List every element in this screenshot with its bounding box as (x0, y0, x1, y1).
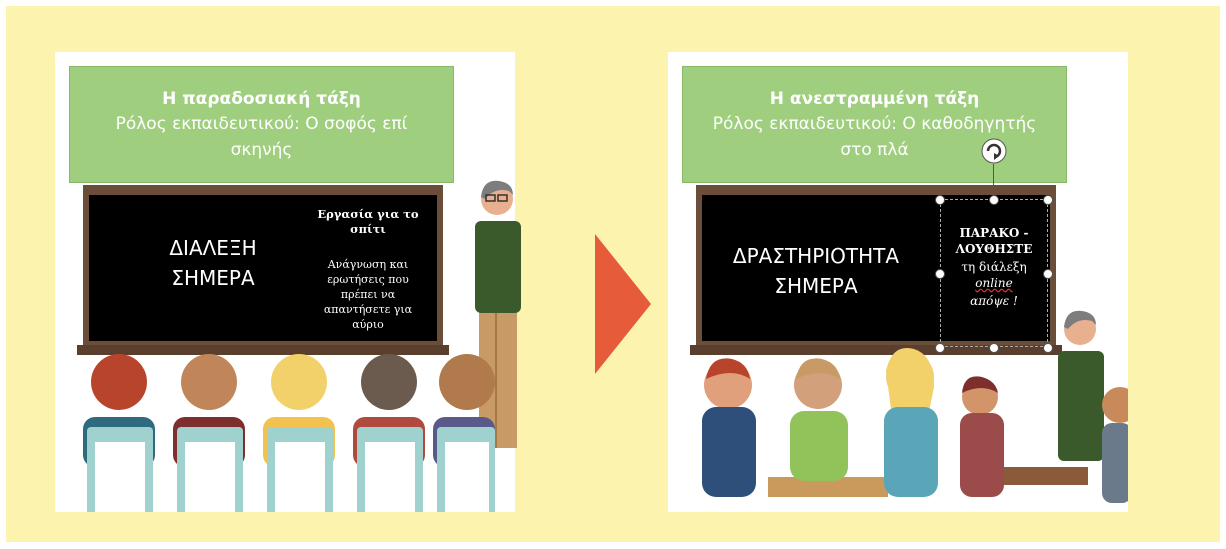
board-lecture-text[interactable]: ΔΙΑΛΕΞΗ ΣΗΜΕΡΑ (169, 236, 257, 290)
blackboard: ΔΙΑΛΕΞΗ ΣΗΜΕΡΑ Εργασία για το σπίτι Ανάγ… (77, 185, 449, 355)
resize-handle-top-right[interactable] (1043, 195, 1053, 205)
resize-handle-bottom[interactable] (989, 343, 999, 353)
homework-text: Ανάγνωση και ερωτήσεις που πρέπει να απα… (323, 258, 413, 331)
selected-note-textbox[interactable]: ΠΑΡΑΚΟ - ΛΟΥΘΗΣΤΕ τη διάλεξη online απόψ… (940, 199, 1048, 347)
note-line-3: τη διάλεξη (961, 260, 1027, 274)
note-line-1: ΠΑΡΑΚΟ - (959, 226, 1029, 240)
resize-handle-top[interactable] (989, 195, 999, 205)
students-in-rows (83, 354, 495, 512)
resize-handle-bottom-left[interactable] (935, 343, 945, 353)
students-group-work (702, 310, 1128, 503)
rotate-handle-icon[interactable] (981, 138, 1007, 164)
resize-handle-left[interactable] (935, 269, 945, 279)
blackboard: ΔΡΑΣΤΗΡΙΟΤΗΤΑ ΣΗΜΕΡΑ ΠΑΡΑΚΟ - ΛΟΥΘΗΣΤΕ τ… (690, 185, 1062, 355)
homework-title: Εργασία για το σπίτι (317, 207, 419, 236)
traditional-title: Η παραδοσιακή τάξη (162, 89, 361, 109)
resize-handle-right[interactable] (1043, 269, 1053, 279)
rotate-connector (993, 164, 994, 196)
flipped-title: Η ανεστραμμένη τάξη (769, 89, 980, 109)
board-activity-text[interactable]: ΔΡΑΣΤΗΡΙΟΤΗΤΑ ΣΗΜΕΡΑ (732, 244, 900, 298)
traditional-title-box[interactable]: Η παραδοσιακή τάξη Ρόλος εκπαιδευτικού: … (69, 66, 454, 183)
note-line-4: online (975, 276, 1013, 290)
right-arrow-icon (595, 234, 651, 374)
traditional-subtitle: Ρόλος εκπαιδευτικού: Ο σοφός επί σκηνής (115, 114, 408, 160)
flipped-classroom-panel: Η ανεστραμμένη τάξη Ρόλος εκπαιδευτικού:… (668, 52, 1128, 512)
traditional-classroom-panel: Η παραδοσιακή τάξη Ρόλος εκπαιδευτικού: … (55, 52, 521, 512)
resize-handle-bottom-right[interactable] (1043, 343, 1053, 353)
note-line-2: ΛΟΥΘΗΣΤΕ (955, 242, 1033, 256)
flipped-subtitle: Ρόλος εκπαιδευτικού: Ο καθοδηγητής στο π… (712, 114, 1037, 160)
flipped-title-box[interactable]: Η ανεστραμμένη τάξη Ρόλος εκπαιδευτικού:… (682, 66, 1067, 183)
resize-handle-top-left[interactable] (935, 195, 945, 205)
note-line-5: απόψε ! (970, 294, 1018, 308)
